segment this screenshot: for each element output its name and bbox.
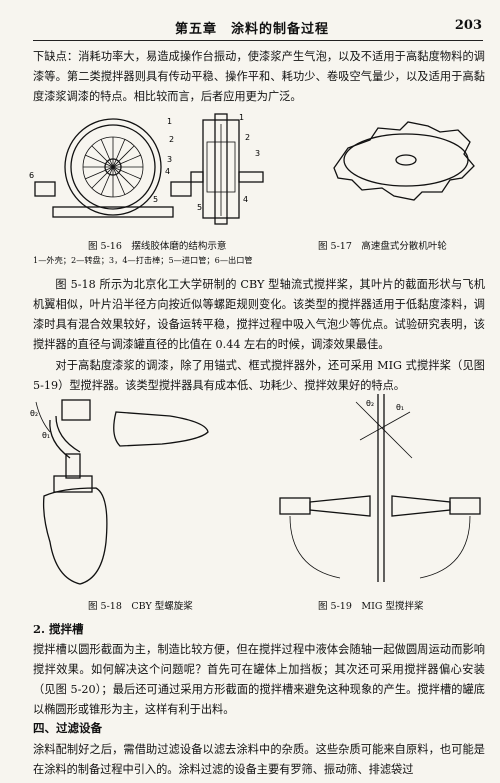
figure-5-18-caption: 图 5-18 CBY 型螺旋桨: [88, 601, 193, 612]
fig516-side-label-3: 3: [255, 149, 260, 158]
paragraph-1: 下缺点：消耗功率大，易造成操作台振动，使漆浆产生气泡，以及不适用于高黏度物料的调…: [33, 50, 485, 103]
figure-5-17-drawing: [333, 121, 475, 201]
fig516-label-6: 6: [29, 171, 34, 180]
fig516-label-5: 5: [153, 195, 158, 204]
fig516-side-label-4: 4: [243, 195, 248, 204]
fig518-theta2: θ₂: [30, 409, 38, 418]
page-number: 203: [454, 18, 482, 33]
fig516-side-label-5: 5: [197, 203, 202, 212]
figure-5-18-drawing: θ₂ θ₁: [30, 399, 209, 585]
figure-5-19-drawing: θ₂ θ₁: [279, 394, 481, 582]
figure-5-19-caption: 图 5-19 MIG 型搅拌桨: [318, 601, 424, 612]
rotor-spokes: [83, 137, 143, 197]
paragraph-2: 图 5-18 所示为北京化工大学研制的 CBY 型轴流式搅拌桨，其叶片的截面形状…: [33, 278, 485, 351]
fig516-label-1: 1: [167, 117, 172, 126]
fig516-side-label-1: 1: [239, 113, 244, 122]
fig519-theta1: θ₁: [396, 403, 404, 412]
figure-5-16-caption: 图 5-16 摆线胶体磨的结构示意: [88, 241, 227, 252]
paragraph-5: 涂料配制好之后，需借助过滤设备以滤去涂料中的杂质。这些杂质可能来自原料，也可能是…: [33, 743, 485, 776]
paragraph-3: 对于高黏度漆浆的调漆，除了用锚式、框式搅拌器外，还可采用 MIG 式搅拌桨（见图…: [33, 359, 485, 392]
chapter-title: 第五章 涂料的制备过程: [175, 22, 330, 37]
section-heading-4: 四、过滤设备: [33, 721, 102, 735]
header-rule: [33, 40, 483, 41]
fig518-theta1: θ₁: [42, 431, 50, 440]
section-heading-2: 2. 搅拌槽: [33, 622, 84, 636]
fig519-theta2: θ₂: [366, 399, 374, 408]
figure-5-16-drawing: 1 2 3 4 5 6 1 2 3 4 5: [29, 113, 264, 225]
fig516-label-3: 3: [167, 155, 172, 164]
figure-5-17-caption: 图 5-17 高速盘式分散机叶轮: [318, 241, 447, 252]
paragraph-4: 搅拌槽以圆形截面为主，制造比较方便，但在搅拌过程中液体会随轴一起做圆周运动而影响…: [33, 643, 485, 716]
page-header: 第五章 涂料的制备过程 203: [0, 18, 500, 37]
figure-5-16-legend: 1—外壳；2—转盘；3，4—打击棒；5—进口管；6—出口管: [33, 255, 253, 265]
fig516-label-2: 2: [169, 135, 174, 144]
fig516-side-label-2: 2: [245, 133, 250, 142]
fig516-label-4: 4: [165, 167, 170, 176]
